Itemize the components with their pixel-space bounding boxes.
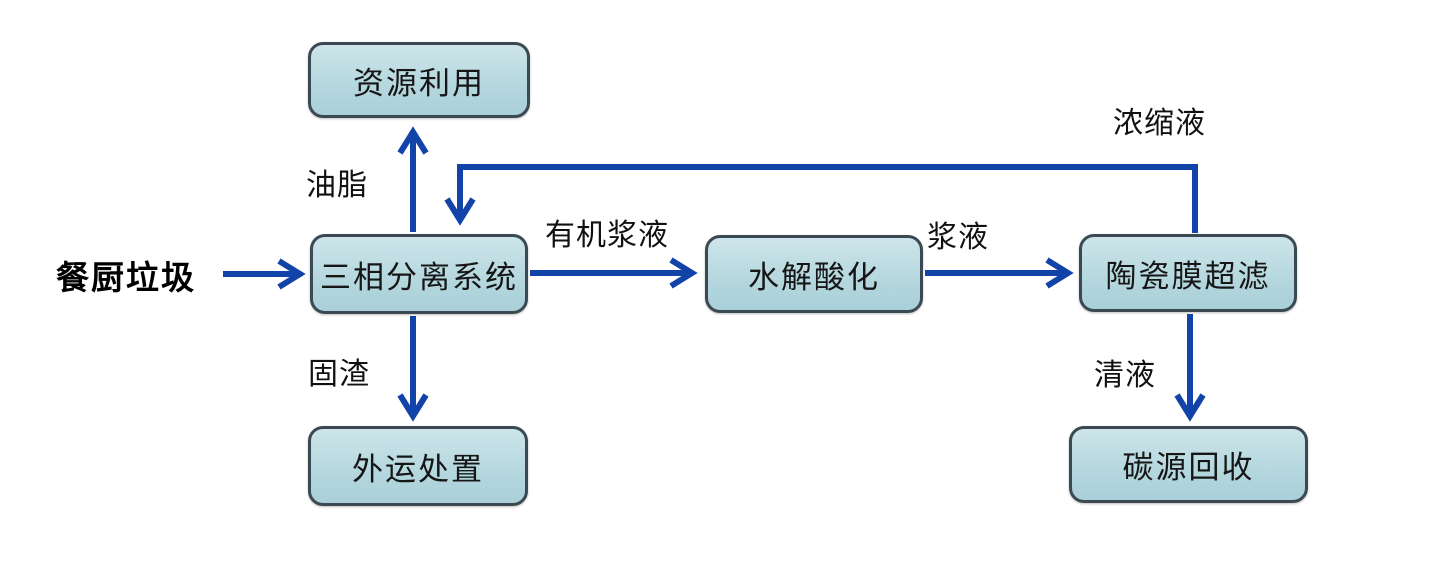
node-carbon-label: 碳源回收 [1122,450,1255,485]
node-resource-label: 资源利用 [353,65,485,101]
node-carbon-source-recovery: 碳源回收 [1069,426,1308,503]
edge-label-concentrate: 浓缩液 [1113,107,1206,140]
node-disposal-label: 外运处置 [352,451,484,487]
node-three-phase-label: 三相分离系统 [320,259,518,295]
node-source-label: 餐厨垃圾 [56,261,196,297]
node-resource: 资源利用 [308,42,530,118]
node-three-phase-separation: 三相分离系统 [310,234,528,314]
arrow-ceramic-return-to-threephase [444,164,1198,233]
node-hydrolysis-acidification: 水解酸化 [705,235,923,313]
node-disposal: 外运处置 [308,426,528,506]
node-ceramic-label: 陶瓷膜超滤 [1105,258,1271,294]
edge-label-oil: 油脂 [306,169,368,202]
edge-label-organic-slurry: 有机浆液 [545,219,669,252]
node-hydrolysis-label: 水解酸化 [748,259,880,295]
edge-label-solid-residue: 固渣 [308,358,370,391]
edge-label-clear-liquid: 清液 [1094,359,1156,392]
edge-label-slurry: 浆液 [927,221,989,254]
node-ceramic-membrane-ultrafiltration: 陶瓷膜超滤 [1079,234,1297,312]
